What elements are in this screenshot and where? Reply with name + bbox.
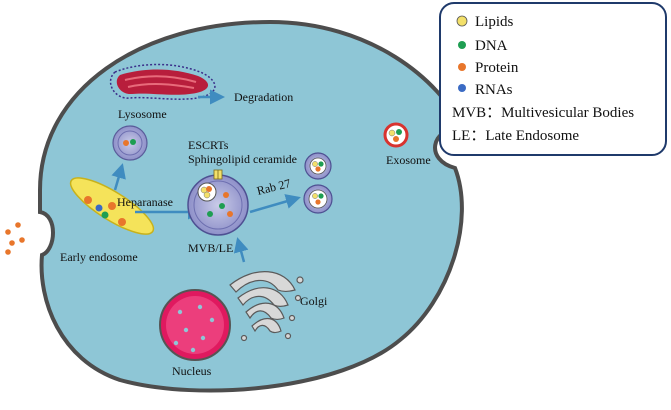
cell-membrane — [38, 19, 466, 393]
dna-swatch-icon — [458, 41, 466, 49]
early-endosome-icon — [69, 177, 155, 235]
sphingolipid-label: Sphingolipid ceramide — [188, 152, 297, 166]
escrts-label: ESCRTs — [188, 138, 229, 152]
secretory-vesicle-bottom-icon — [303, 184, 333, 214]
arrow-to-lysosome-path — [111, 163, 126, 191]
legend-dna: DNA — [475, 38, 508, 54]
lipids-swatch-icon — [456, 15, 468, 27]
exosome-icon — [383, 122, 409, 148]
arrow-rab27 — [249, 194, 301, 214]
nucleus-label: Nucleus — [172, 364, 212, 378]
lysosome-icon — [109, 63, 216, 100]
legend-lipids: Lipids — [475, 14, 513, 30]
nucleus-icon — [159, 289, 231, 361]
heparanase-label: Heparanase — [117, 195, 173, 209]
arrow-golgi-to-mvb — [233, 237, 249, 263]
legend-rnas: RNAs — [475, 82, 513, 98]
early-endosome-label: Early endosome — [60, 250, 138, 264]
rnas-swatch-icon — [458, 84, 466, 92]
lysosome-label: Lysosome — [118, 107, 167, 121]
mvb-le-label: MVB/LE — [188, 241, 233, 255]
small-vesicle-icon — [112, 125, 148, 161]
legend: Lipids DNA Protein RNAs MVB：Multivesicul… — [439, 2, 667, 156]
golgi-icon — [229, 271, 304, 342]
golgi-label: Golgi — [300, 294, 328, 308]
legend-le-note: LE：Late Endosome — [452, 128, 579, 144]
mvb-icon — [187, 169, 249, 236]
extracellular-cargo — [5, 222, 25, 255]
protein-swatch-icon — [458, 63, 466, 71]
secretory-vesicle-top-icon — [304, 152, 332, 180]
exosome-label: Exosome — [386, 153, 431, 167]
legend-mvb-note: MVB：Multivesicular Bodies — [452, 105, 634, 121]
degradation-label: Degradation — [234, 90, 293, 104]
legend-protein: Protein — [475, 60, 519, 76]
